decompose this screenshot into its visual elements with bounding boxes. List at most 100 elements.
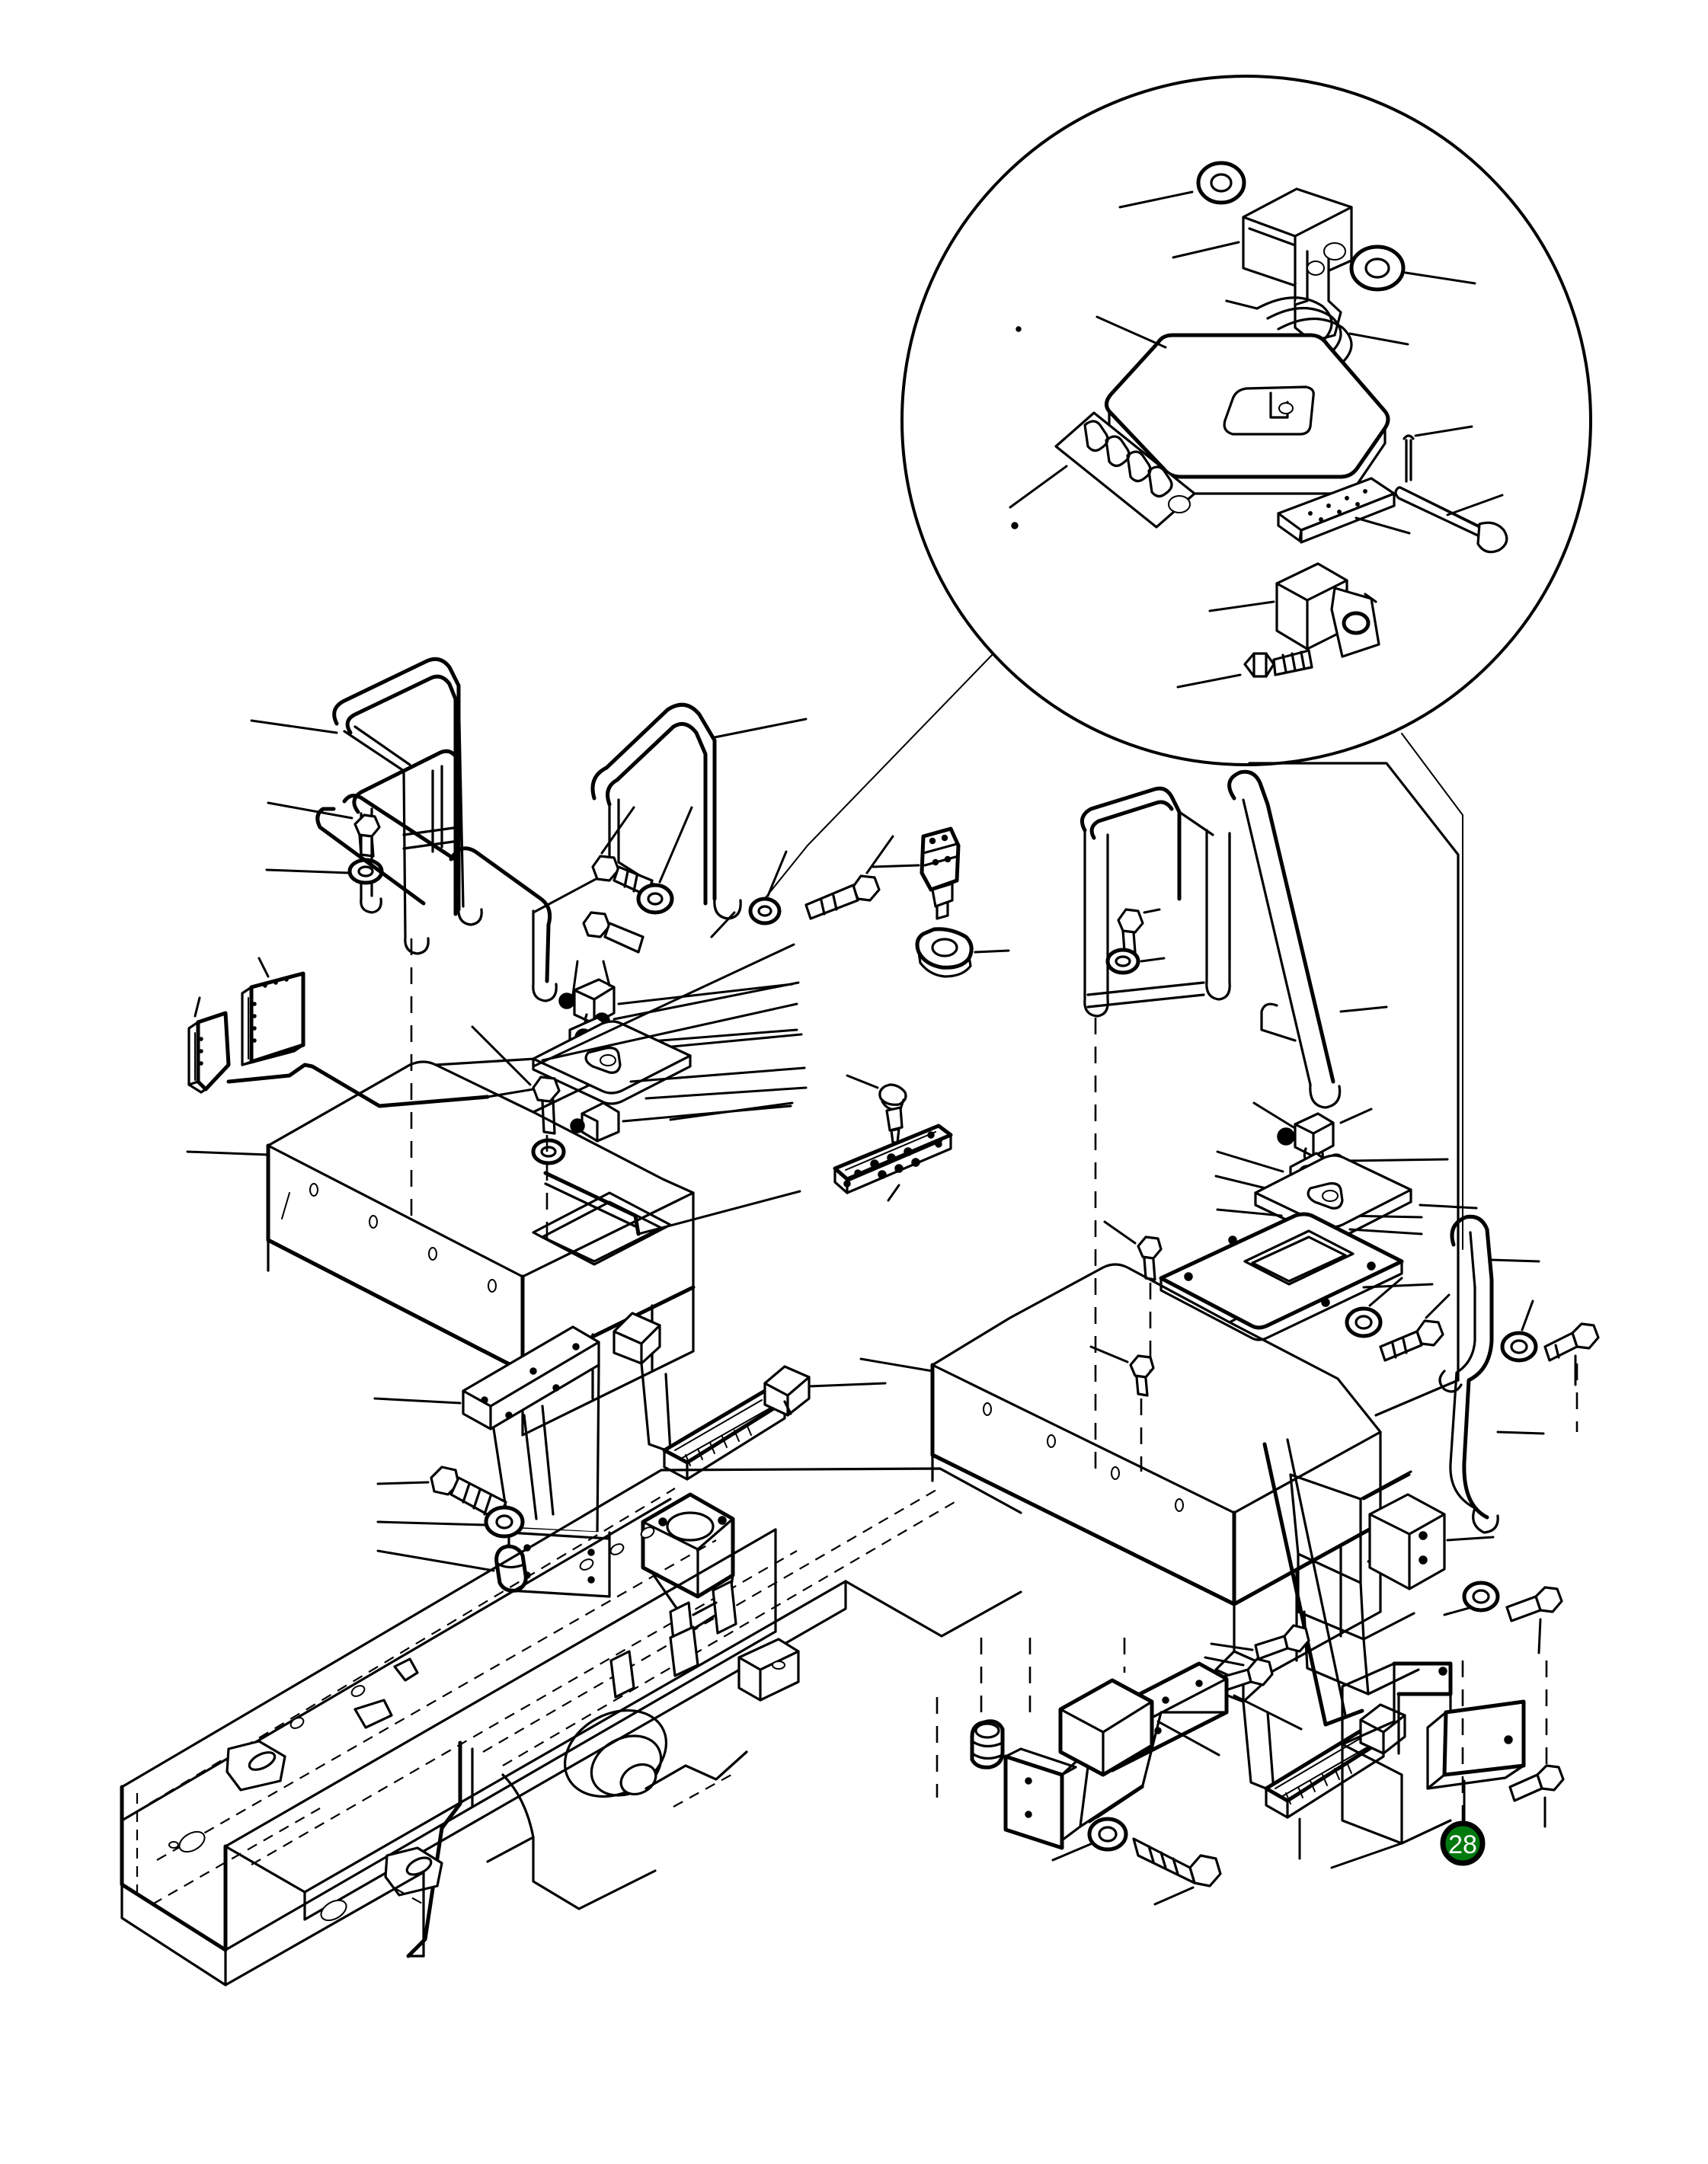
- flat-washer-right: [1349, 245, 1476, 292]
- callout-badge-28[interactable]: 28: [1440, 1820, 1486, 1866]
- badge-fill: [1443, 1824, 1483, 1863]
- leader-front-step-bracket: [1156, 1720, 1220, 1756]
- mirror-arm: [226, 1063, 535, 1108]
- leader-washer-mount-bracket: [1051, 1842, 1094, 1862]
- leader-hex-bolt-right-lower: [1210, 1642, 1254, 1651]
- badge-label: 28: [1448, 1830, 1477, 1859]
- lock-pin: [1394, 486, 1508, 554]
- leader-right-inspection-cover: [1362, 1283, 1434, 1289]
- flat-washer-grab-upper: [1345, 1277, 1403, 1338]
- leader-right-latch-f: [1216, 1208, 1283, 1217]
- leader-hinge-leaf: [1009, 465, 1068, 509]
- grease-fitting: [872, 826, 961, 920]
- leader-left-anti-slip-step: [808, 1382, 887, 1388]
- detail-circle-outline: [900, 75, 1592, 766]
- left-latch-keeper: [570, 1101, 792, 1143]
- leader-cover-plate-a: [541, 1002, 798, 1062]
- leader-hex-bolt-left-outer: [865, 835, 894, 874]
- detail-dot-a: [1016, 326, 1022, 332]
- leader-right-latch-b: [1339, 1108, 1373, 1124]
- flat-washer-right-rail: [1105, 948, 1166, 975]
- right-inspection-cover: [1159, 1212, 1434, 1341]
- leader-washer-upper: [1118, 190, 1194, 209]
- leader-right-latch-h: [1348, 1228, 1423, 1235]
- hex-bolt-grab-right: [1543, 1322, 1600, 1386]
- left-fender-panel: [186, 1050, 696, 1437]
- leader-hex-bolt-left-mid: [600, 806, 635, 855]
- leader-washer-right: [1404, 271, 1476, 285]
- leader-hex-bolt-detail: [1176, 673, 1242, 689]
- hex-bolt-grab-upper: [1379, 1293, 1451, 1362]
- leader-lock-pin: [1446, 494, 1504, 516]
- leader-right-brace: [1339, 1005, 1388, 1013]
- leader-latch-c: [617, 983, 794, 1005]
- leader-right-fender-panel: [859, 1357, 934, 1373]
- detail-callout-leader-right: [1401, 733, 1463, 1250]
- leader-right-cover-plate: [1419, 1203, 1478, 1210]
- leader-grease-fitting: [872, 864, 920, 868]
- leader-hex-bolt-left-deck: [471, 1025, 532, 1086]
- leader-rubber-mount-left: [376, 1549, 495, 1572]
- leader-washer-left-outer: [766, 850, 788, 897]
- leader-step-mount-bracket: [1233, 1694, 1303, 1731]
- left-anti-slip-step: [613, 1312, 887, 1481]
- left-fender-tick: [281, 1192, 290, 1219]
- flat-washer-left-outer: [748, 850, 788, 925]
- leader-washer-right-rail: [1140, 957, 1166, 963]
- leader-mud-flap-bracket: [1330, 1842, 1403, 1869]
- leader-hex-bolt-left-step: [376, 1481, 430, 1485]
- leader-left-handrail-front: [250, 719, 338, 734]
- leader-hex-bolt-grab-lower: [1537, 1618, 1542, 1654]
- flat-washer-left-step: [376, 1505, 525, 1539]
- leader-left-handrail-second: [532, 876, 600, 914]
- pan-head-screw: [846, 1074, 907, 1144]
- flat-washer-grab-lower: [1443, 1581, 1500, 1616]
- leader-latch-b: [602, 960, 611, 987]
- hex-bolt-mud-flap: [1508, 1764, 1565, 1828]
- hinge-leaf: [1009, 411, 1196, 529]
- anti-slip-plate: [833, 1124, 953, 1202]
- mirror-housing: [187, 996, 231, 1094]
- leader-cover-plate-b: [629, 1066, 806, 1083]
- hex-bolt-detail: [1176, 649, 1313, 689]
- hex-bolt-left-rail-low: [582, 911, 736, 954]
- magnified-detail-view: [763, 75, 1592, 1250]
- leader-washer-grab-right: [1521, 1299, 1534, 1331]
- latch-bracket-upper: [1172, 187, 1353, 343]
- leader-latch-bracket: [1172, 241, 1240, 259]
- leader-hex-bolt-left-low: [710, 911, 736, 938]
- leader-pan-screw-right-lower: [1089, 1345, 1129, 1363]
- leader-hex-bolt-right-step: [1204, 1656, 1245, 1667]
- detail-dot-b: [1011, 522, 1019, 529]
- leader-handle-rod: [637, 1190, 801, 1235]
- leader-grab-handle-rail-top: [1490, 1258, 1540, 1263]
- anti-slip-pad: [1277, 477, 1411, 544]
- pan-screw-right-cover: [1103, 1220, 1163, 1281]
- hex-bolt-left-outer: [804, 835, 894, 920]
- leader-left-fender-panel: [186, 1150, 270, 1156]
- right-handrail-frame: [1079, 769, 1388, 1109]
- left-cover-plate: [532, 943, 808, 1121]
- leader-grab-handle-rail-mid: [1496, 1430, 1545, 1435]
- leader-hex-bolt-mount-bracket: [1153, 1886, 1195, 1906]
- leader-latch-a: [571, 960, 579, 996]
- cotter-pin: [1403, 425, 1473, 483]
- leader-latch-catch: [1208, 600, 1275, 612]
- leader-cover-plate-e: [532, 943, 795, 1068]
- hex-bolt-right-rail: [1117, 908, 1161, 954]
- flat-washer-left-deck: [531, 1138, 566, 1165]
- flat-washer-mount-bracket: [1051, 1817, 1128, 1862]
- hex-bolt-right-lower: [1210, 1624, 1310, 1661]
- flat-washer-grab-right: [1500, 1299, 1538, 1363]
- grab-handle-rail: [1438, 1214, 1545, 1534]
- leader-left-handrail-tall: [713, 718, 808, 739]
- leader-right-latch-d: [1216, 1150, 1284, 1173]
- flat-washer-left-rail-upper: [265, 858, 384, 885]
- flat-washer-left-rail-mid: [636, 806, 693, 915]
- badge-ring: [1440, 1820, 1486, 1866]
- right-step-side-plate: [1368, 1493, 1495, 1590]
- rubber-mount-left: [376, 1544, 528, 1593]
- leader-mirror-housing: [194, 996, 201, 1018]
- leader-cotter-pin: [1414, 425, 1473, 437]
